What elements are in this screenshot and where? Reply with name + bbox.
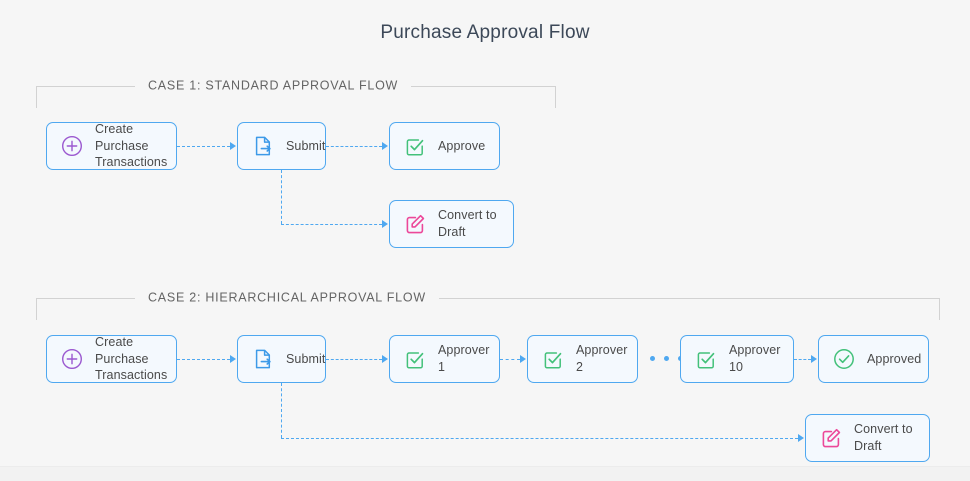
case-group-2: CASE 2: HIERARCHICAL APPROVAL FLOW: [36, 290, 940, 458]
checkbox-check-icon: [694, 347, 718, 371]
arrowhead: [230, 354, 236, 363]
arrowhead: [230, 141, 236, 150]
node-approve[interactable]: Approve: [389, 122, 500, 170]
node-label: Submit: [286, 351, 326, 366]
plus-circle-icon: [60, 347, 84, 371]
page-title: Purchase Approval Flow: [380, 22, 590, 43]
document-arrow-icon: [251, 347, 275, 371]
node-label: Approver 10: [729, 343, 781, 374]
case-group-1: CASE 1: STANDARD APPROVAL FLOW: [36, 78, 556, 256]
node-label: Create Purchase Transactions: [95, 122, 168, 170]
node-convert-to-draft[interactable]: Convert to Draft: [389, 200, 514, 248]
case-2-legend: CASE 2: HIERARCHICAL APPROVAL FLOW: [135, 290, 439, 305]
connector-approver-10-to-approved: [794, 359, 811, 360]
node-submit-2[interactable]: Submit: [237, 335, 326, 383]
connector-approver-1-to-approver-2: [500, 359, 520, 360]
ellipsis-dot: [650, 356, 655, 361]
pencil-square-icon: [403, 212, 427, 236]
node-label: Convert to Draft: [854, 422, 913, 453]
connector-submit-branch-vertical: [281, 170, 282, 224]
arrowhead: [798, 433, 804, 442]
node-approver-10[interactable]: Approver 10: [680, 335, 794, 383]
connector-create-to-submit-2: [177, 359, 230, 360]
checkbox-check-icon: [403, 347, 427, 371]
arrowhead: [382, 354, 388, 363]
node-label: Convert to Draft: [438, 208, 497, 239]
check-circle-icon: [832, 347, 856, 371]
node-label: Approver 1: [438, 343, 490, 374]
connector-submit-branch-vertical-2: [281, 383, 282, 438]
pencil-square-icon: [819, 426, 843, 450]
node-label: Approved: [867, 351, 922, 366]
document-arrow-icon: [251, 134, 275, 158]
arrowhead: [520, 354, 526, 363]
plus-circle-icon: [60, 134, 84, 158]
node-approver-2[interactable]: Approver 2: [527, 335, 638, 383]
node-label: Submit: [286, 138, 326, 153]
connector-submit-to-approver-1: [326, 359, 382, 360]
connector-create-to-submit: [177, 146, 230, 147]
ellipsis-dot: [664, 356, 669, 361]
arrowhead: [382, 141, 388, 150]
ellipsis-separator: [650, 356, 683, 361]
checkbox-check-icon: [541, 347, 565, 371]
node-create-purchase-transactions-2[interactable]: Create Purchase Transactions: [46, 335, 177, 383]
arrowhead: [382, 219, 388, 228]
node-create-purchase-transactions[interactable]: Create Purchase Transactions: [46, 122, 177, 170]
arrowhead: [811, 354, 817, 363]
connector-submit-to-approve: [326, 146, 382, 147]
node-submit[interactable]: Submit: [237, 122, 326, 170]
connector-submit-to-draft-2: [281, 438, 798, 439]
checkbox-check-icon: [403, 134, 427, 158]
case-2-border: [36, 298, 940, 320]
node-label: Approver 2: [576, 343, 628, 374]
node-approved[interactable]: Approved: [818, 335, 929, 383]
node-convert-to-draft-2[interactable]: Convert to Draft: [805, 414, 930, 462]
node-label: Create Purchase Transactions: [95, 335, 168, 383]
node-approver-1[interactable]: Approver 1: [389, 335, 500, 383]
connector-submit-to-draft: [281, 224, 382, 225]
node-label: Approve: [438, 138, 486, 153]
case-1-legend: CASE 1: STANDARD APPROVAL FLOW: [135, 78, 412, 93]
